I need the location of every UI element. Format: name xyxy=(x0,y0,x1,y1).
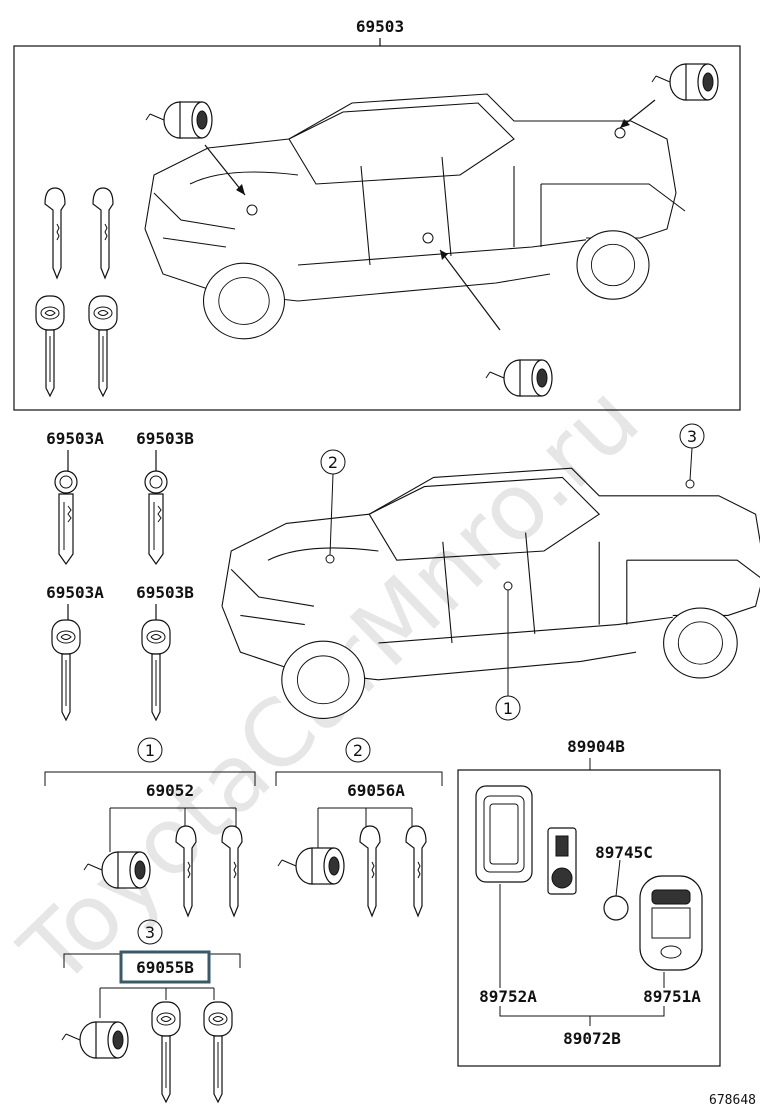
callout-2-section: 2 xyxy=(353,741,363,760)
cylinder-door xyxy=(485,359,553,397)
label-69055B[interactable]: 69055B xyxy=(136,958,194,977)
remote-key-b xyxy=(141,619,171,721)
callout-1-section: 1 xyxy=(145,741,155,760)
truck-top xyxy=(144,93,686,340)
remote-case xyxy=(475,785,533,883)
remote-key-a xyxy=(51,619,81,721)
smart-remote xyxy=(639,875,703,971)
key-2b xyxy=(405,825,427,917)
label-69503B-top: 69503B xyxy=(136,429,194,448)
ring-key-b xyxy=(144,470,168,565)
callout-3-truck: 3 xyxy=(687,427,697,446)
remote-assembly-frame xyxy=(457,769,721,1067)
remote-insert xyxy=(547,827,577,895)
figure-number: 678648 xyxy=(709,1093,756,1108)
top-assembly-frame xyxy=(13,45,741,411)
key-2a xyxy=(359,825,381,917)
key-3a xyxy=(151,1001,181,1103)
label-89745C: 89745C xyxy=(595,843,653,862)
label-69056A: 69056A xyxy=(347,781,405,800)
label-69503A-top: 69503A xyxy=(46,429,104,448)
callout-3-section: 3 xyxy=(145,923,155,942)
key-1b xyxy=(221,825,243,917)
cylinder-tailgate xyxy=(651,63,719,101)
callout-1-truck: 1 xyxy=(503,699,513,718)
label-89904B: 89904B xyxy=(567,737,625,756)
hood-cylinder xyxy=(277,847,345,885)
ring-key-a xyxy=(54,470,78,565)
tailgate-cylinder xyxy=(61,1021,129,1059)
label-89072B: 89072B xyxy=(563,1029,621,1048)
callout-2-truck: 2 xyxy=(328,453,338,472)
cylinder-hood xyxy=(145,101,213,139)
label-89751A: 89751A xyxy=(643,987,701,1006)
highlight-69055B[interactable] xyxy=(119,950,211,984)
label-69052: 69052 xyxy=(146,781,194,800)
label-69503A-bottom: 69503A xyxy=(46,583,104,602)
label-69503: 69503 xyxy=(356,17,404,36)
key-3b xyxy=(203,1001,233,1103)
keys-top-frame xyxy=(35,187,118,397)
battery xyxy=(603,895,629,921)
label-69503B-bottom: 69503B xyxy=(136,583,194,602)
label-89752A: 89752A xyxy=(479,987,537,1006)
